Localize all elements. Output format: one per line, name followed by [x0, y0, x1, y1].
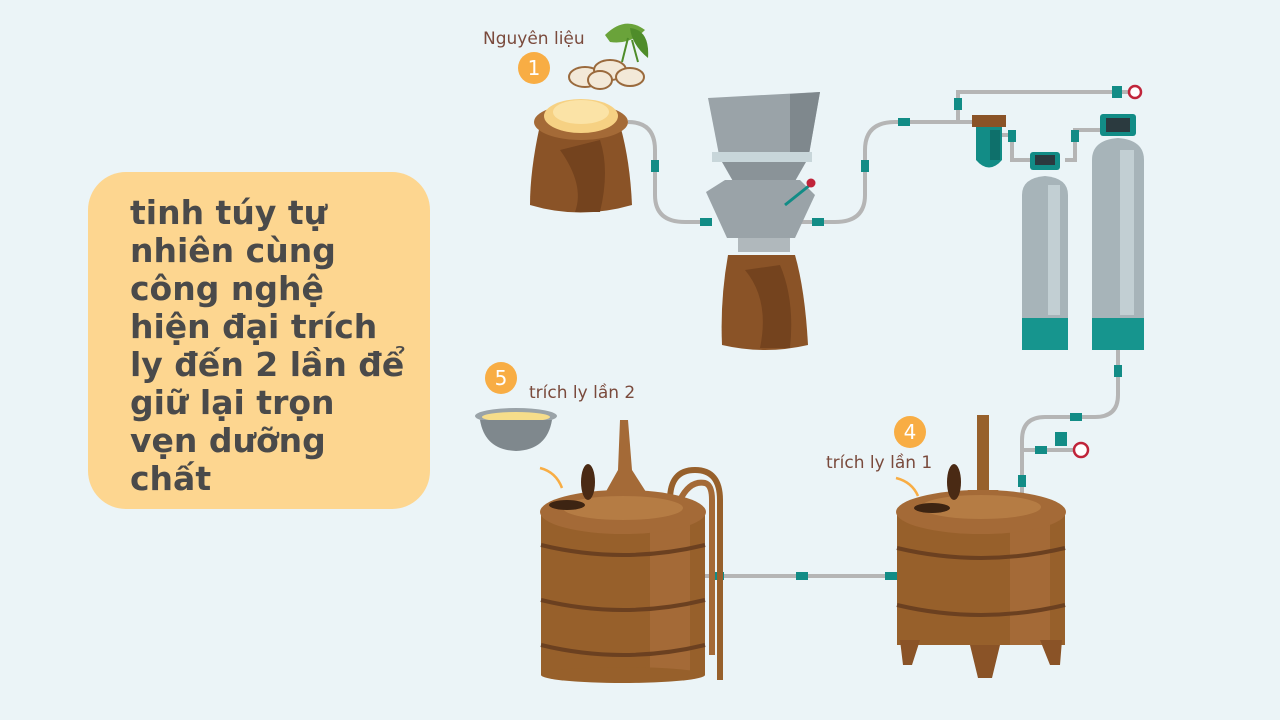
- headline-text: tinh túy tự nhiên cùng công nghệ hiện đạ…: [130, 193, 405, 498]
- step-1-label: Nguyên liệu: [483, 29, 585, 49]
- pipe-fittings: [651, 86, 1122, 580]
- pressure-gauge-icon: [1072, 84, 1143, 459]
- grinder-machine: [706, 92, 820, 350]
- leaf-icon: [605, 23, 649, 63]
- step-1-badge: 1: [518, 52, 550, 84]
- arrow-icon: [539, 466, 920, 497]
- step-5-badge: 5: [485, 362, 517, 394]
- raw-material-sack: [530, 99, 632, 213]
- water-filter: [972, 115, 1006, 168]
- extraction-tank-1: [896, 415, 1066, 678]
- step-4-badge: 4: [894, 416, 926, 448]
- water-tank-large: [1092, 114, 1144, 350]
- headline-callout: tinh túy tự nhiên cùng công nghệ hiện đạ…: [88, 172, 430, 509]
- step-5-label: trích ly lần 2: [529, 383, 636, 403]
- step-4-label: trích ly lần 1: [826, 453, 933, 473]
- extract-bowl: [475, 408, 557, 451]
- water-tank-small: [1022, 152, 1068, 350]
- extraction-tank-2: [540, 420, 723, 683]
- beans-icon: [568, 59, 645, 90]
